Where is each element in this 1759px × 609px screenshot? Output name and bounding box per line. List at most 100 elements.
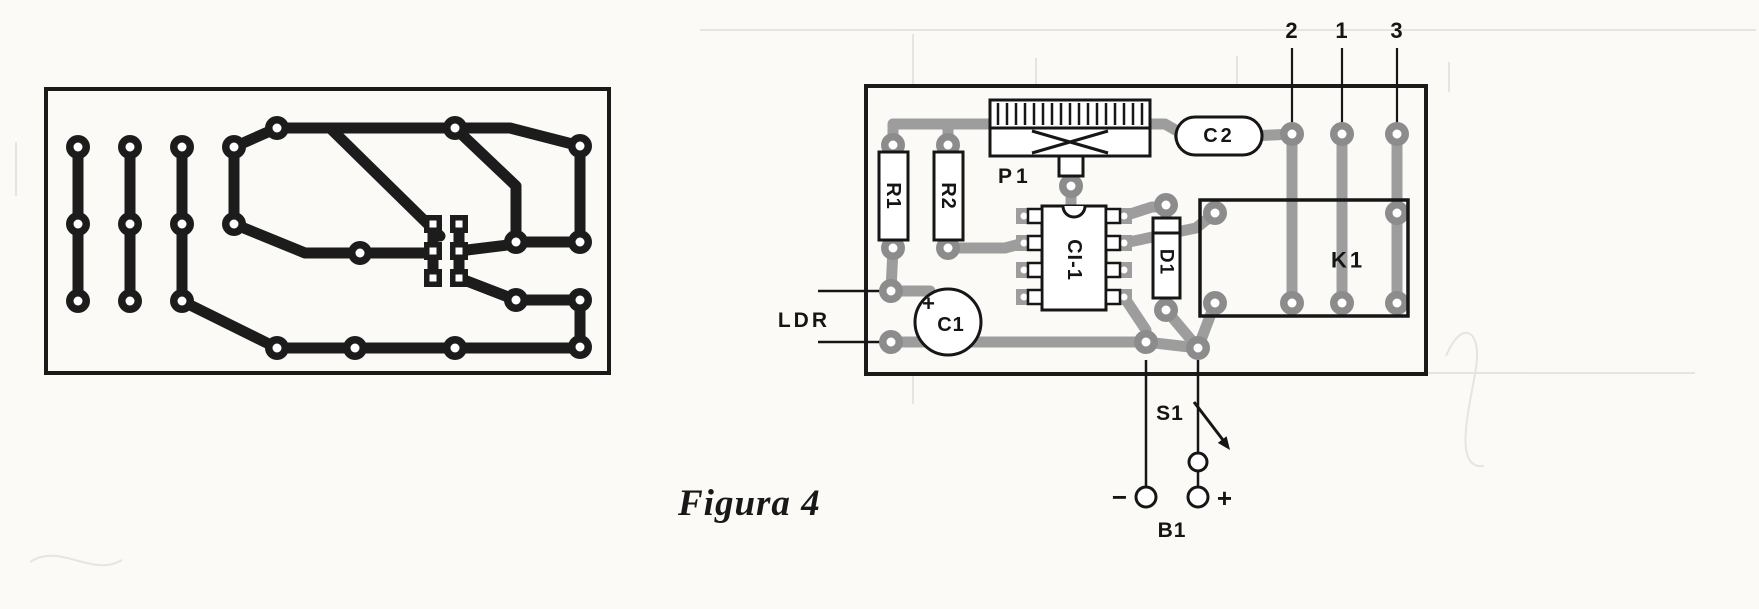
pad <box>1385 201 1409 225</box>
pad <box>568 335 592 359</box>
p1-tab <box>1057 154 1085 178</box>
pad <box>568 288 592 312</box>
k1-label: K1 <box>1331 248 1365 273</box>
ci1-body <box>1040 204 1108 312</box>
b1-plus-sign: + <box>1217 483 1233 513</box>
figure-caption: Figura 4 <box>677 483 821 524</box>
s1-arrow-head <box>1217 436 1230 450</box>
ci1-pin <box>1104 261 1122 279</box>
ci1-pin <box>1104 207 1122 225</box>
pad <box>265 116 289 140</box>
c2-label: C2 <box>1203 125 1235 147</box>
pad <box>1330 291 1354 315</box>
pad <box>443 116 467 140</box>
pad <box>443 336 467 360</box>
board-outline <box>44 87 611 375</box>
battery-b1: − + B1 <box>1112 482 1233 542</box>
pcb-copper-view <box>44 87 611 375</box>
s1-label: S1 <box>1156 402 1184 425</box>
pad <box>348 241 372 265</box>
pad <box>504 288 528 312</box>
pad <box>1154 298 1178 322</box>
pad <box>170 289 194 313</box>
b1-label: B1 <box>1158 519 1187 542</box>
ci1-pin <box>1026 288 1044 306</box>
p1-label: P1 <box>998 165 1032 188</box>
ci1-pin <box>1026 207 1044 225</box>
pad-square <box>450 242 468 260</box>
component-c1: + C1 <box>913 287 983 357</box>
b1-minus-terminal <box>1134 485 1158 509</box>
component-r2: R2 <box>932 150 965 242</box>
pad <box>504 230 528 254</box>
pad-square <box>424 215 442 233</box>
d1-body <box>1151 216 1182 300</box>
switch-s1: S1 <box>1156 401 1230 509</box>
ci1-label: CI-1 <box>1063 239 1085 281</box>
solder-pads <box>66 116 592 360</box>
pad <box>118 289 142 313</box>
terminal-label-1: 1 <box>1335 18 1348 43</box>
k1-body <box>1198 198 1410 318</box>
pad <box>1280 122 1304 146</box>
pad <box>170 135 194 159</box>
d1-label: D1 <box>1156 249 1177 275</box>
pad <box>1154 193 1178 217</box>
c1-body <box>913 287 983 357</box>
component-c2: C2 <box>1174 115 1264 157</box>
component-k1: K1 <box>1198 198 1410 318</box>
p1-hatch-lines <box>996 103 1144 125</box>
pad <box>568 134 592 158</box>
pad <box>265 336 289 360</box>
pcb-component-view: R1 R2 P1 C2 <box>778 18 1428 542</box>
scan-artifacts <box>15 29 1756 567</box>
s1-arrow-shaft <box>1192 401 1225 441</box>
s1-terminal-top <box>1187 451 1209 473</box>
pad <box>1330 122 1354 146</box>
pad <box>1385 291 1409 315</box>
ic-footprint-pads <box>424 215 468 287</box>
r2-label: R2 <box>937 182 959 210</box>
pad <box>1134 330 1158 354</box>
terminal-leader-lines <box>818 48 1399 487</box>
ci1-pin <box>1104 234 1122 252</box>
ci1-pins <box>1026 207 1122 306</box>
scan-squiggle <box>1445 331 1485 468</box>
pad-square <box>450 215 468 233</box>
pad <box>118 212 142 236</box>
pad <box>879 330 903 354</box>
scan-squiggle <box>29 554 123 567</box>
component-r1: R1 <box>877 150 910 242</box>
pad <box>222 212 246 236</box>
pad <box>1280 291 1304 315</box>
pad <box>170 212 194 236</box>
pad <box>118 135 142 159</box>
pad <box>222 135 246 159</box>
pad <box>879 279 903 303</box>
ldr-label: LDR <box>778 309 830 332</box>
pad <box>66 289 90 313</box>
b1-minus-sign: − <box>1112 482 1128 512</box>
pad <box>568 230 592 254</box>
terminal-label-3: 3 <box>1390 18 1403 43</box>
s1-terminal-bottom <box>1186 485 1210 509</box>
r2-body <box>932 150 965 242</box>
component-ci1: CI-1 <box>1026 204 1122 312</box>
pad-square <box>424 242 442 260</box>
p1-wiper-cross <box>1031 129 1109 155</box>
pad <box>1203 291 1227 315</box>
ci1-pin <box>1104 288 1122 306</box>
component-p1: P1 <box>988 98 1152 188</box>
pad-square <box>450 269 468 287</box>
r1-label: R1 <box>882 182 904 210</box>
pad <box>1385 122 1409 146</box>
pad <box>1203 201 1227 225</box>
pad <box>1186 336 1210 360</box>
c1-label: C1 <box>937 314 965 336</box>
c2-body <box>1174 115 1264 157</box>
component-d1: D1 <box>1151 216 1182 300</box>
ci1-notch <box>1061 205 1087 219</box>
pad <box>66 135 90 159</box>
